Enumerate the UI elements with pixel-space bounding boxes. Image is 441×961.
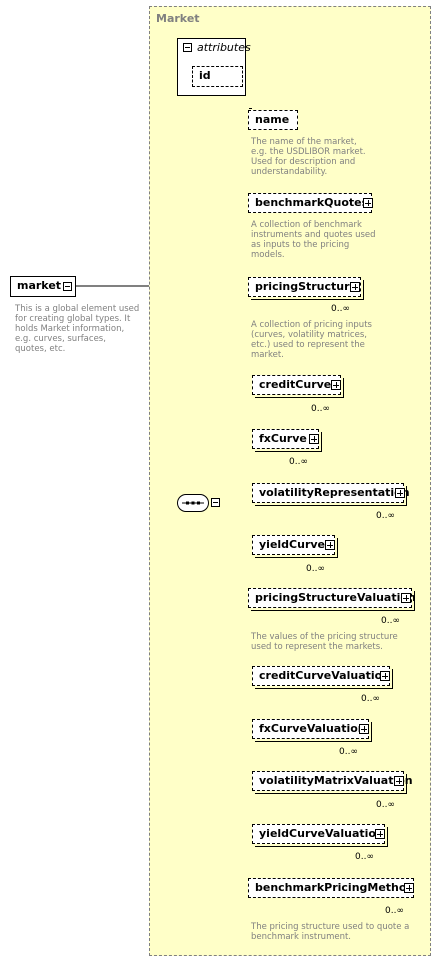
element-yield-curve-valuation[interactable]: yieldCurveValuation bbox=[252, 824, 385, 844]
element-benchmark-pricing-method-cardinality: 0..∞ bbox=[385, 906, 404, 916]
element-benchmark-quotes-doc: A collection of benchmark instruments an… bbox=[251, 220, 376, 260]
expand-icon[interactable] bbox=[325, 540, 335, 550]
root-element-label: market bbox=[17, 279, 62, 292]
element-shadow bbox=[255, 827, 388, 847]
expand-icon[interactable] bbox=[350, 282, 360, 292]
element-benchmark-pricing-method-doc: The pricing structure used to quote a be… bbox=[251, 922, 410, 942]
element-volatility-representation-cardinality: 0..∞ bbox=[376, 511, 395, 521]
element-shadow bbox=[255, 774, 407, 794]
expand-icon[interactable] bbox=[395, 488, 405, 498]
expand-icon[interactable] bbox=[375, 829, 385, 839]
expand-icon[interactable] bbox=[363, 198, 373, 208]
element-yield-curve[interactable]: yieldCurve bbox=[252, 535, 335, 555]
element-fx-curve-cardinality: 0..∞ bbox=[289, 457, 308, 467]
element-name[interactable]: name bbox=[248, 110, 298, 130]
expand-icon[interactable] bbox=[401, 593, 411, 603]
expand-icon[interactable] bbox=[309, 434, 319, 444]
root-element-market[interactable]: market bbox=[10, 276, 76, 297]
element-shadow bbox=[255, 486, 407, 506]
element-volatility-matrix-valuation[interactable]: volatilityMatrixValuation bbox=[252, 771, 413, 791]
expand-icon[interactable] bbox=[404, 883, 414, 893]
element-credit-curve-valuation[interactable]: creditCurveValuation bbox=[252, 666, 390, 686]
element-shadow bbox=[255, 538, 338, 558]
element-benchmark-pricing-method[interactable]: benchmarkPricingMethod bbox=[248, 878, 414, 898]
type-title: Market bbox=[156, 12, 200, 25]
element-credit-curve-cardinality: 0..∞ bbox=[311, 404, 330, 414]
element-shadow bbox=[251, 591, 415, 611]
element-pricing-structure-cardinality: 0..∞ bbox=[331, 304, 350, 314]
element-shadow bbox=[251, 280, 364, 300]
sequence-compositor[interactable] bbox=[177, 494, 209, 512]
attributes-label: attributes bbox=[197, 41, 251, 54]
attribute-id[interactable]: id bbox=[192, 66, 243, 87]
element-pricing-structure-valuation-cardinality: 0..∞ bbox=[381, 616, 400, 626]
collapse-icon[interactable] bbox=[63, 282, 72, 291]
element-volatility-representation[interactable]: volatilityRepresentation bbox=[252, 483, 410, 503]
root-element-doc: This is a global element used for creati… bbox=[15, 304, 140, 354]
element-benchmark-quotes[interactable]: benchmarkQuotes bbox=[248, 193, 372, 213]
element-yield-curve-valuation-cardinality: 0..∞ bbox=[355, 852, 374, 862]
element-shadow bbox=[255, 378, 344, 398]
collapse-icon[interactable] bbox=[211, 498, 220, 507]
element-fx-curve-valuation-cardinality: 0..∞ bbox=[339, 747, 358, 757]
element-pricing-structure-doc: A collection of pricing inputs (curves, … bbox=[251, 320, 372, 360]
element-pricing-structure[interactable]: pricingStructure bbox=[248, 277, 361, 297]
expand-icon[interactable] bbox=[394, 776, 404, 786]
element-shadow bbox=[255, 722, 372, 742]
element-fx-curve[interactable]: fxCurve bbox=[252, 429, 319, 449]
element-pricing-structure-valuation[interactable]: pricingStructureValuation bbox=[248, 588, 416, 608]
element-pricing-structure-valuation-doc: The values of the pricing structure used… bbox=[251, 632, 398, 652]
expand-icon[interactable] bbox=[359, 724, 369, 734]
element-credit-curve-valuation-cardinality: 0..∞ bbox=[361, 694, 380, 704]
element-name-doc: The name of the market, e.g. the USDLIBO… bbox=[251, 137, 366, 177]
element-shadow bbox=[255, 669, 393, 689]
element-yield-curve-cardinality: 0..∞ bbox=[306, 564, 325, 574]
collapse-icon[interactable] bbox=[183, 43, 192, 52]
expand-icon[interactable] bbox=[331, 380, 341, 390]
element-credit-curve[interactable]: creditCurve bbox=[252, 375, 341, 395]
element-shadow bbox=[255, 432, 322, 452]
expand-icon[interactable] bbox=[380, 671, 390, 681]
element-fx-curve-valuation[interactable]: fxCurveValuation bbox=[252, 719, 369, 739]
market-type-container bbox=[149, 6, 431, 956]
sequence-icon bbox=[182, 501, 204, 505]
element-volatility-matrix-valuation-cardinality: 0..∞ bbox=[376, 800, 395, 810]
